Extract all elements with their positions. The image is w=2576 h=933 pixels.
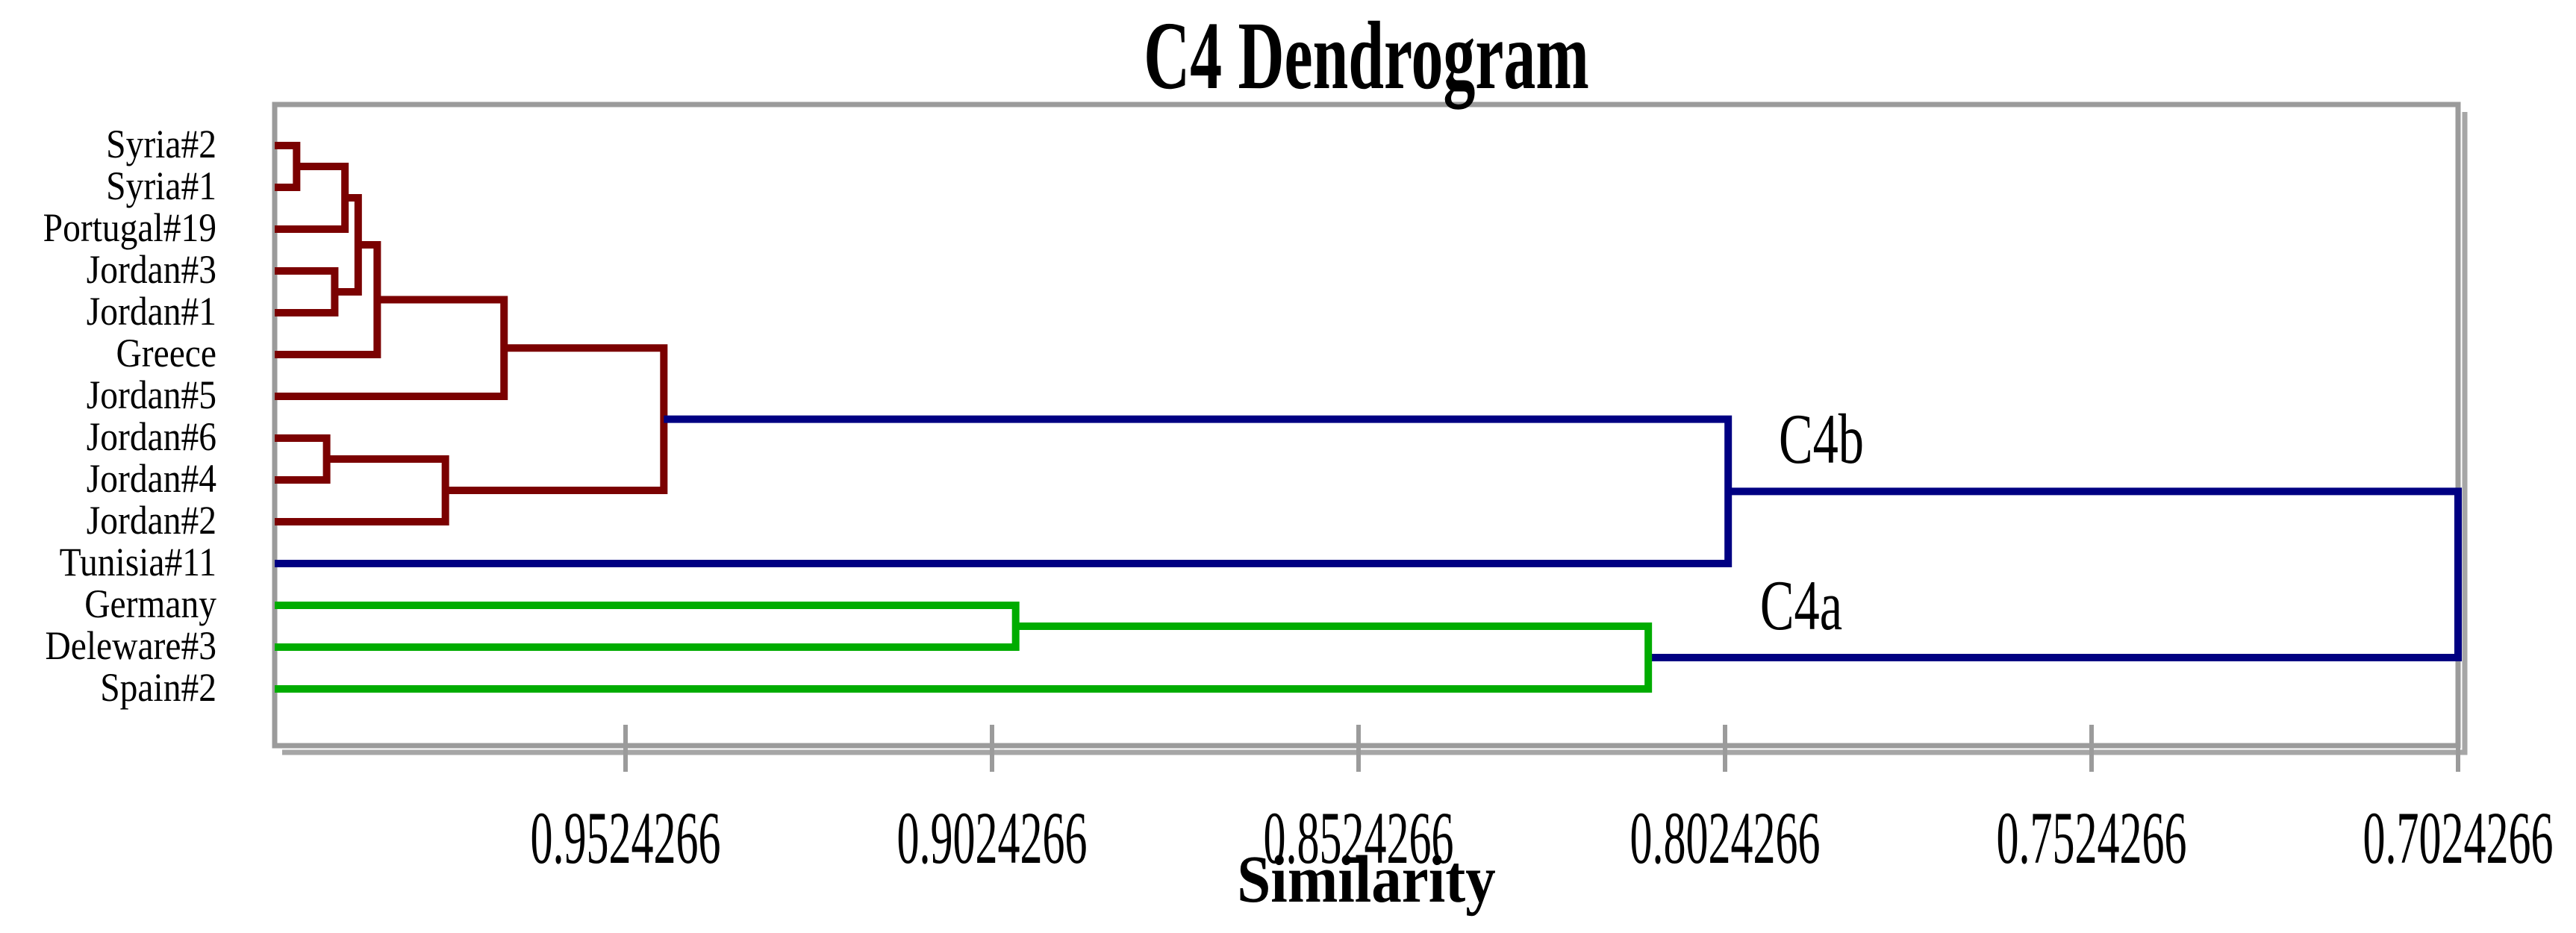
- cluster-label-C4a: C4a: [1760, 566, 1843, 645]
- leaf-label: Deleware#3: [45, 623, 216, 668]
- dendrogram-link-n12: [275, 622, 1653, 693]
- dendrogram-link-n2: [275, 163, 349, 233]
- x-axis-tick-label: 0.8024266: [1630, 796, 1821, 879]
- leaf-label: Jordan#6: [86, 414, 216, 459]
- dendrogram-link-n13: [1648, 487, 2462, 661]
- x-axis-tick-label: 0.8524266: [1263, 796, 1454, 879]
- leaf-label: Syria#1: [106, 163, 216, 208]
- x-axis-tick-label: 0.9524266: [530, 796, 721, 879]
- dendrogram-link-n8: [275, 296, 508, 400]
- dendrogram-link-n5: [275, 241, 381, 358]
- leaf-label: Portugal#19: [43, 205, 217, 250]
- dendrogram-link-n3: [275, 267, 339, 316]
- x-axis-tick-label: 0.7024266: [2363, 796, 2554, 879]
- chart-title: C4 Dendrogram: [1144, 2, 1589, 110]
- leaf-label: Spain#2: [100, 665, 216, 710]
- leaf-label: Jordan#5: [86, 372, 216, 417]
- leaf-label: Germany: [84, 581, 216, 626]
- leaf-label: Jordan#4: [86, 456, 216, 501]
- x-axis-tick-label: 0.9024266: [896, 796, 1088, 879]
- plot-border-shadow: [282, 112, 2468, 755]
- dendrogram-link-n7: [275, 455, 449, 525]
- leaf-label: Jordan#1: [86, 289, 216, 334]
- dendrogram-link-n4: [334, 194, 362, 296]
- leaf-label: Jordan#3: [86, 247, 216, 292]
- leaf-label: Greece: [116, 331, 216, 375]
- dendrogram-link-n11: [275, 602, 1020, 651]
- leaf-label: Jordan#2: [86, 498, 216, 543]
- x-axis-tick-label: 0.7524266: [1996, 796, 2187, 879]
- x-axis-title: Similarity: [1237, 843, 1496, 917]
- dendrogram-link-n1: [275, 142, 301, 191]
- dendrogram-link-n9: [445, 344, 668, 494]
- cluster-label-C4b: C4b: [1779, 399, 1865, 479]
- dendrogram-link-n6: [275, 434, 331, 484]
- plot-border: [272, 102, 2461, 749]
- leaf-label: Tunisia#11: [59, 540, 216, 584]
- leaf-label: Syria#2: [106, 122, 216, 166]
